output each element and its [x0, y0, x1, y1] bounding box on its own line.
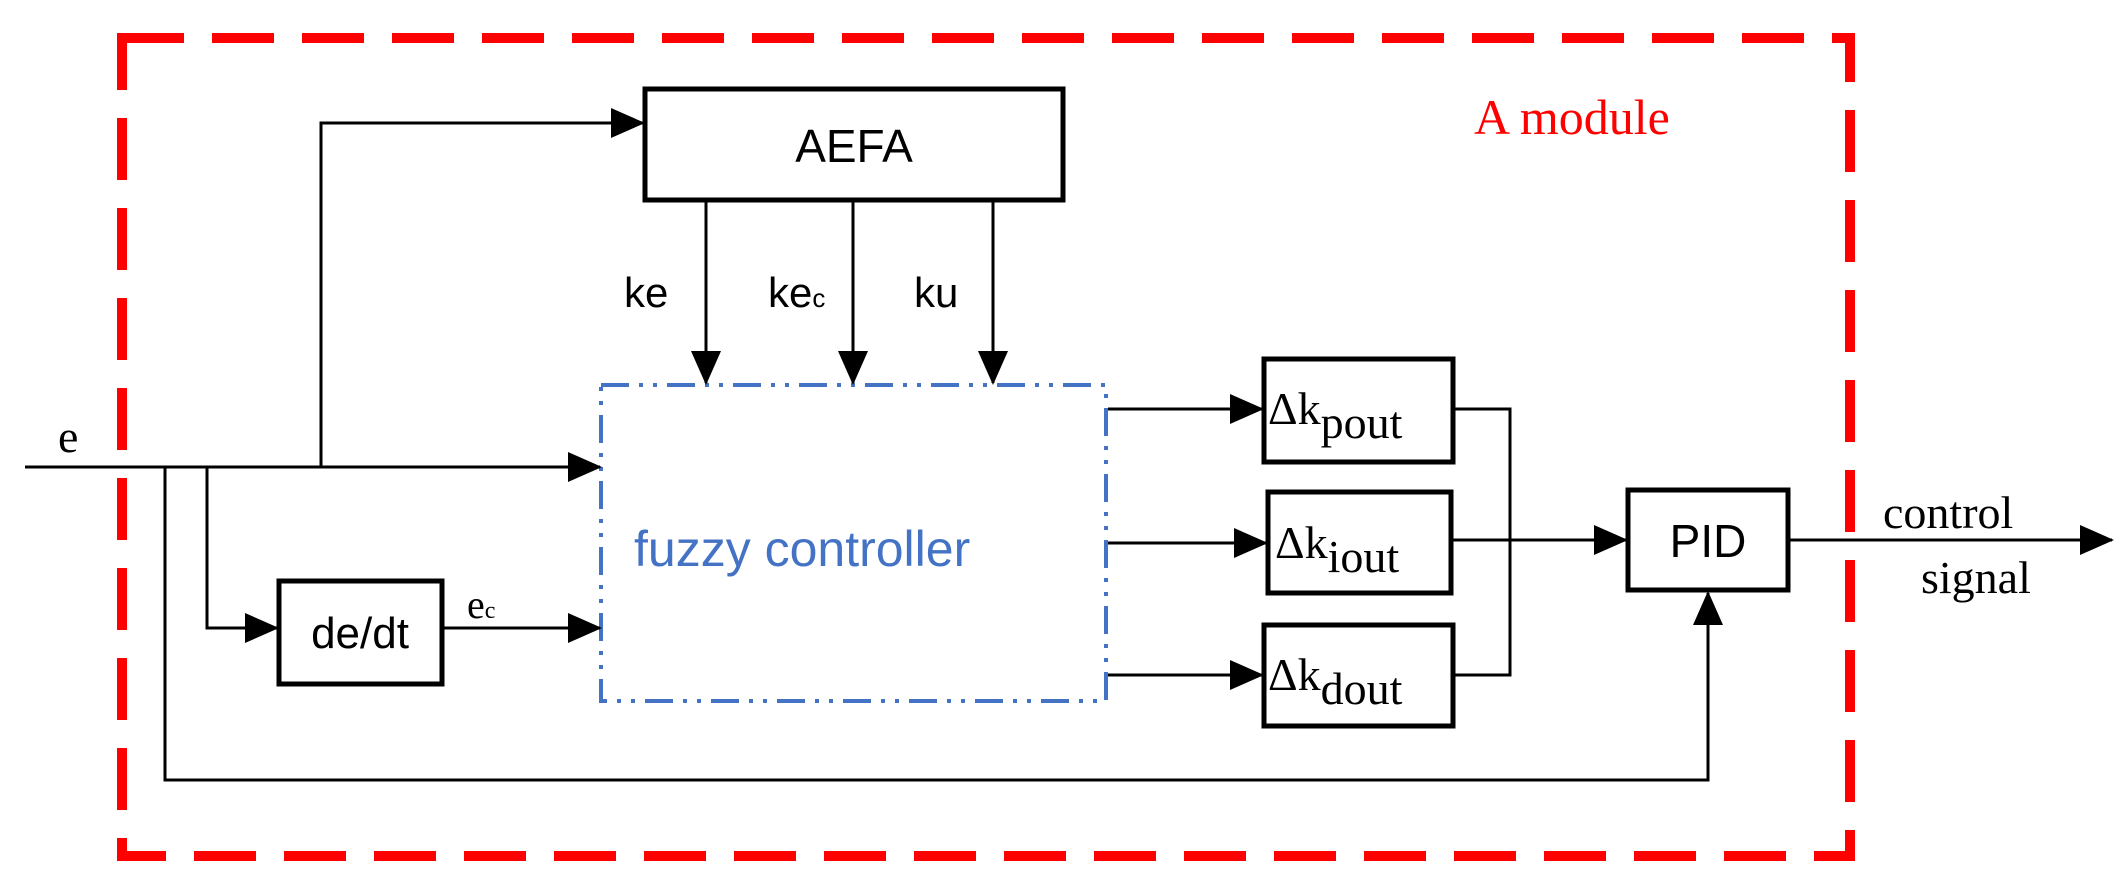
e-to-aefa-connector	[319, 108, 645, 467]
ec-label: ec	[467, 582, 495, 627]
kp-to-pid-connector	[1453, 407, 1512, 677]
kec-label: kec	[768, 269, 825, 316]
delta-symbol: Δ	[1268, 649, 1298, 700]
ki-subscript: iout	[1328, 531, 1400, 582]
output-label-line1: control	[1883, 487, 2013, 538]
aefa-label: AEFA	[795, 120, 913, 172]
ke-label: ke	[624, 269, 668, 316]
derivative-label: de/dt	[311, 609, 409, 658]
fuzzy-controller-block	[599, 383, 1108, 703]
kd-subscript: dout	[1321, 663, 1403, 714]
fuzzy-controller-label: fuzzy controller	[634, 521, 970, 577]
k-letter: k	[1298, 383, 1321, 434]
e-to-derivative-connector	[205, 467, 279, 643]
k-letter: k	[1305, 517, 1328, 568]
derivative-block	[276, 578, 445, 687]
pid-label: PID	[1670, 515, 1747, 567]
input-e-label: e	[58, 411, 78, 462]
ku-label: ku	[914, 269, 958, 316]
k-letter: k	[1298, 649, 1321, 700]
aefa-block	[642, 86, 1066, 203]
kp-subscript: pout	[1321, 397, 1403, 448]
feedback-connector	[163, 467, 1723, 782]
module-label: A module	[1474, 89, 1670, 145]
delta-symbol: Δ	[1275, 517, 1305, 568]
output-label-line2: signal	[1921, 552, 2031, 603]
delta-ki-label: Δkiout	[1275, 517, 1399, 582]
module-boundary	[117, 33, 1855, 861]
delta-symbol: Δ	[1268, 383, 1298, 434]
delta-kp-label: Δkpout	[1268, 383, 1403, 448]
delta-ki-block	[1265, 489, 1454, 596]
delta-kd-label: Δkdout	[1268, 649, 1403, 714]
pid-block	[1625, 487, 1791, 593]
